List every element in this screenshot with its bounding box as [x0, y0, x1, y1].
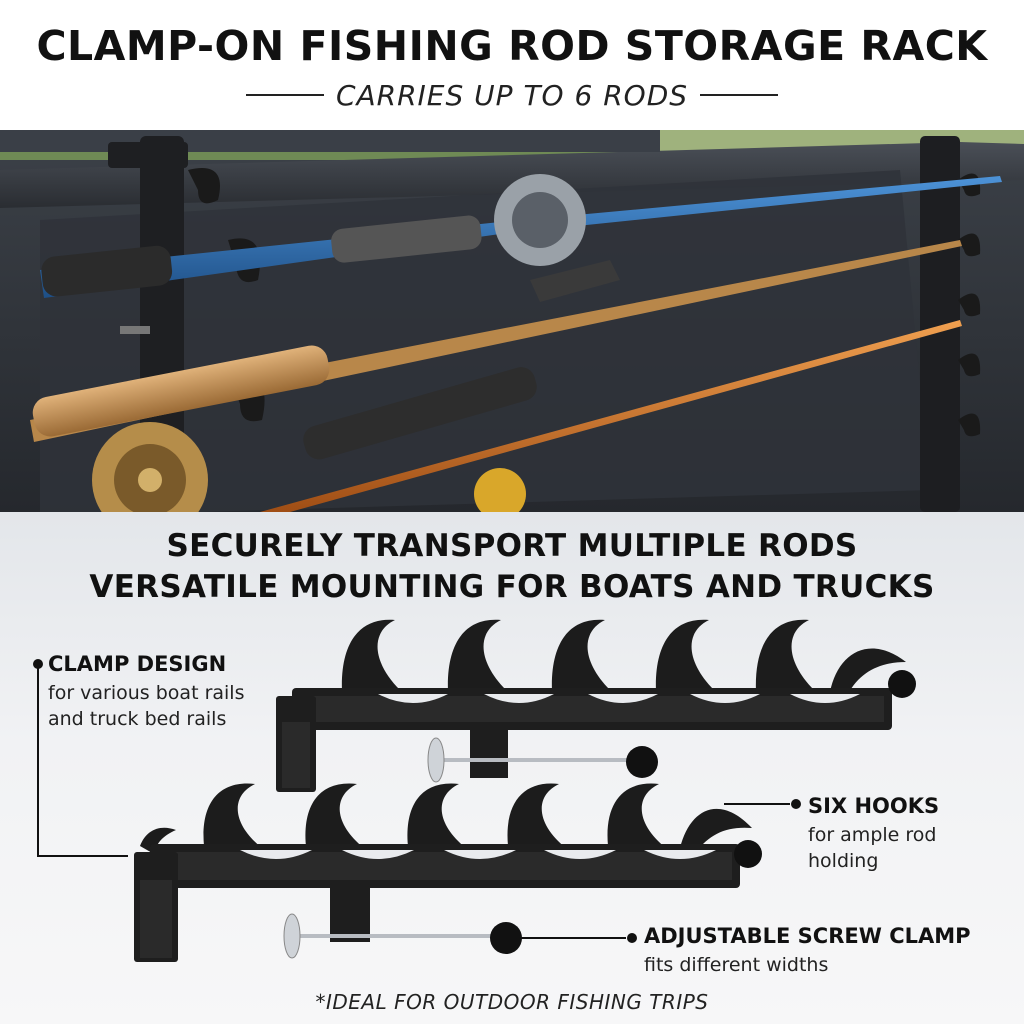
- footer-note: *IDEAL FOR OUTDOOR FISHING TRIPS: [315, 990, 709, 1014]
- callout-hooks-desc-1: for ample rod: [808, 824, 937, 846]
- product-illustration: [33, 619, 916, 962]
- page-subtitle: CARRIES UP TO 6 RODS: [335, 78, 689, 112]
- page-title: CLAMP-ON FISHING ROD STORAGE RACK: [36, 22, 988, 70]
- rod-orange-spinning: [260, 320, 962, 512]
- subtitle-divider-right: [700, 94, 779, 96]
- subtitle-divider-left: [245, 94, 324, 96]
- callout-clamp-desc-1: for various boat rails: [48, 682, 245, 704]
- callout-screw-desc-1: fits different widths: [644, 954, 829, 976]
- headline-line-1: SECURELY TRANSPORT MULTIPLE RODS: [166, 528, 858, 564]
- callout-clamp-title: CLAMP DESIGN: [48, 652, 227, 676]
- rack-lower: [134, 783, 762, 962]
- rack-upper: [276, 619, 916, 792]
- truck-bed-rail: [0, 142, 1024, 208]
- callout-clamp-desc-2: and truck bed rails: [48, 708, 227, 730]
- headline-line-2: VERSATILE MOUNTING FOR BOATS AND TRUCKS: [89, 569, 935, 605]
- callout-dot-hooks: [791, 799, 801, 809]
- callout-hooks-title: SIX HOOKS: [808, 794, 940, 818]
- callout-screw-title: ADJUSTABLE SCREW CLAMP: [644, 924, 971, 948]
- callout-dot-screw: [627, 933, 637, 943]
- product-photo: [0, 130, 1024, 512]
- truck-bed-scene: [0, 130, 1024, 512]
- callout-hooks-desc-2: holding: [808, 850, 879, 872]
- subtitle-row: CARRIES UP TO 6 RODS: [0, 78, 1024, 112]
- callout-dot-clamp: [33, 659, 43, 669]
- header: CLAMP-ON FISHING ROD STORAGE RACK CARRIE…: [0, 0, 1024, 130]
- rod-bamboo-fly: [30, 240, 962, 512]
- rod-blue-baitcaster: [40, 174, 1002, 302]
- callout-lines: [37, 664, 790, 939]
